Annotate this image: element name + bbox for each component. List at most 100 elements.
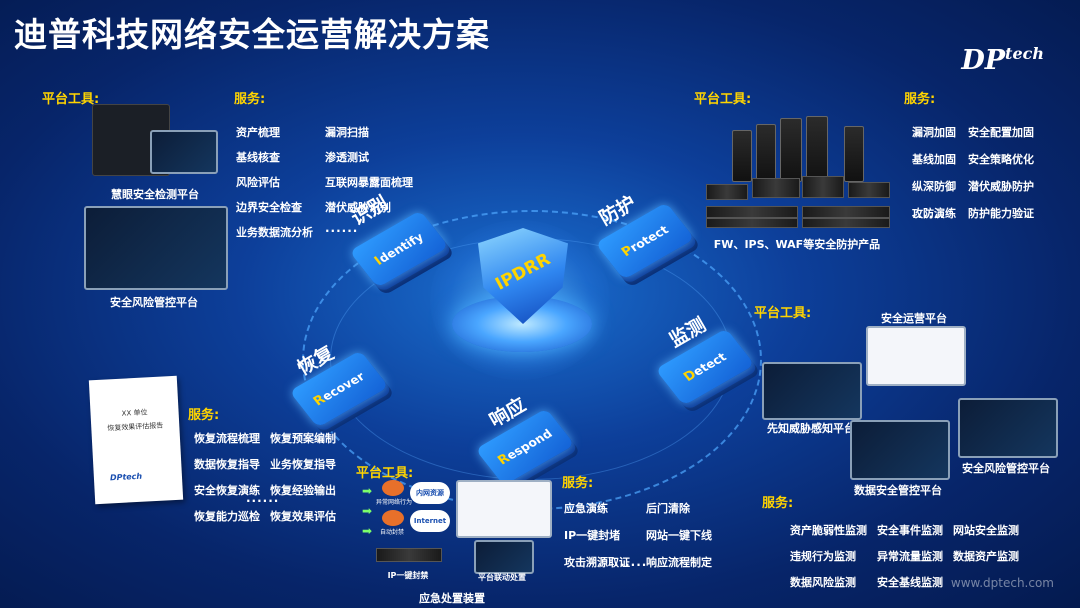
ip-ban-device — [376, 548, 442, 562]
respond-tools-label: 平台工具: — [356, 466, 414, 481]
appliance — [848, 182, 890, 198]
laptop-image — [150, 130, 218, 174]
service-item: 业务恢复指导 — [270, 458, 336, 471]
appliance — [802, 218, 890, 228]
service-item: 潜伏威胁防护 — [968, 180, 1034, 193]
intranet-cloud-icon: 内网资源 — [410, 482, 450, 504]
dptech-logo: DPtech — [961, 44, 1044, 76]
service-item: 数据风险监测 — [790, 576, 856, 589]
appliance — [706, 218, 798, 228]
service-item: 攻击溯源取证 — [564, 556, 630, 569]
protect-services-label: 服务: — [904, 92, 936, 107]
appliance — [706, 206, 798, 218]
identify-platform1-label: 慧眼安全检测平台 — [111, 188, 199, 201]
service-item: 漏洞加固 — [912, 126, 956, 139]
server-tower — [780, 118, 802, 182]
service-item: 安全恢复演练 — [194, 484, 260, 497]
service-item: 安全配置加固 — [968, 126, 1034, 139]
service-item: 恢复效果评估 — [270, 510, 336, 523]
report-title: 恢复效果评估报告 — [107, 421, 164, 433]
appliance — [706, 184, 748, 200]
more-ellipsis: ······ — [614, 558, 648, 572]
service-item: 漏洞扫描 — [325, 126, 369, 139]
service-item: 应急演练 — [564, 502, 608, 515]
service-item: 纵深防御 — [912, 180, 956, 193]
protect-services-list: 漏洞加固 安全配置加固 基线加固 安全策略优化 纵深防御 潜伏威胁防护 攻防演练… — [912, 124, 1034, 221]
threat-platform-label: 先知威胁感知平台 — [767, 422, 855, 435]
service-item: 防护能力验证 — [968, 207, 1034, 220]
service-item: 违规行为监测 — [790, 550, 856, 563]
service-item: 恢复预案编制 — [270, 432, 336, 445]
service-item: 数据资产监测 — [953, 550, 1019, 563]
internet-cloud-icon: Internet — [410, 510, 450, 532]
server-tower — [732, 130, 752, 182]
more-ellipsis: ······ — [325, 224, 359, 238]
risk-platform-screen — [84, 206, 228, 290]
service-item: 安全事件监测 — [877, 524, 943, 537]
report-org: XX 单位 — [121, 408, 148, 418]
tag-abnormal: 异常网络行为 — [376, 499, 413, 506]
service-item: 恢复流程梳理 — [194, 432, 260, 445]
recovery-report-document: XX 单位 恢复效果评估报告 DPtech — [88, 375, 184, 505]
arrow-icon: ➡ — [362, 524, 373, 538]
service-item: 网站一键下线 — [646, 529, 712, 542]
service-item: 安全策略优化 — [968, 153, 1034, 166]
emergency-device-label: 应急处置装置 — [419, 592, 485, 605]
recover-services-label: 服务: — [188, 408, 220, 423]
service-item: 安全基线监测 — [877, 576, 943, 589]
service-item: 网站安全监测 — [953, 524, 1019, 537]
tag-ban: 自动封禁 — [380, 529, 405, 536]
server-tower — [844, 126, 864, 182]
service-item: 恢复能力巡检 — [194, 510, 260, 523]
data-platform-label: 数据安全管控平台 — [854, 484, 942, 497]
appliance — [802, 176, 844, 198]
service-item: 资产梳理 — [236, 126, 280, 139]
identify-services-label: 服务: — [234, 92, 266, 107]
threat-platform-screen — [762, 362, 862, 420]
service-item: 数据恢复指导 — [194, 458, 260, 471]
respond-platform-screen — [456, 480, 552, 538]
identify-tools-label: 平台工具: — [42, 92, 100, 107]
respond-services-label: 服务: — [562, 476, 594, 491]
service-item: 基线加固 — [912, 153, 956, 166]
recover-services-list: 恢复流程梳理 恢复预案编制 数据恢复指导 业务恢复指导 安全恢复演练 恢复经验输… — [194, 430, 336, 524]
service-item: 基线核查 — [236, 151, 280, 164]
more-ellipsis: ······ — [912, 210, 946, 224]
service-item: 恢复经验输出 — [270, 484, 336, 497]
service-item: 风险评估 — [236, 176, 280, 189]
ops-platform-screen — [866, 326, 966, 386]
service-item: 互联网暴露面梳理 — [325, 176, 413, 189]
firewall-icon — [382, 510, 404, 526]
arrow-icon: ➡ — [362, 484, 373, 498]
respond-services-list: 应急演练 后门清除 IP一键封堵 网站一键下线 攻击溯源取证 响应流程制定 — [564, 500, 712, 570]
service-item: IP一键封堵 — [564, 529, 621, 542]
protect-tools-label: 平台工具: — [694, 92, 752, 107]
report-logo: DPtech — [109, 471, 143, 483]
arrow-icon: ➡ — [362, 504, 373, 518]
server-tower — [806, 116, 828, 182]
more-ellipsis: ······ — [246, 494, 280, 508]
device2-label: 平台联动处置 — [478, 573, 526, 582]
service-item: 边界安全检查 — [236, 201, 302, 214]
server-tower — [756, 124, 776, 182]
data-platform-screen — [850, 420, 950, 480]
identify-services-list: 资产梳理 漏洞扫描 基线核查 渗透测试 风险评估 互联网暴露面梳理 边界安全检查… — [236, 124, 413, 240]
service-item: 响应流程制定 — [646, 556, 712, 569]
appliance — [802, 206, 890, 218]
identify-platform2-label: 安全风险管控平台 — [110, 296, 198, 309]
device1-label: IP一键封禁 — [387, 571, 429, 580]
firewall-icon — [382, 480, 404, 496]
watermark: www.dptech.com — [950, 576, 1054, 590]
protect-product-label: FW、IPS、WAF等安全防护产品 — [713, 238, 881, 251]
service-item: 后门清除 — [646, 502, 690, 515]
service-item: 渗透测试 — [325, 151, 369, 164]
service-item: 潜伏威胁识别 — [325, 201, 391, 214]
service-item: 攻防演练 — [912, 207, 956, 220]
ops-platform-label: 安全运营平台 — [881, 312, 947, 325]
detect-services-label: 服务: — [762, 496, 794, 511]
risk-platform-label: 安全风险管控平台 — [962, 462, 1050, 475]
detect-services-list: 资产脆弱性监测 安全事件监测 网站安全监测 违规行为监测 异常流量监测 数据资产… — [790, 522, 1019, 590]
appliance — [752, 178, 800, 198]
risk-platform-screen — [958, 398, 1058, 458]
service-item: 业务数据流分析 — [236, 226, 313, 239]
